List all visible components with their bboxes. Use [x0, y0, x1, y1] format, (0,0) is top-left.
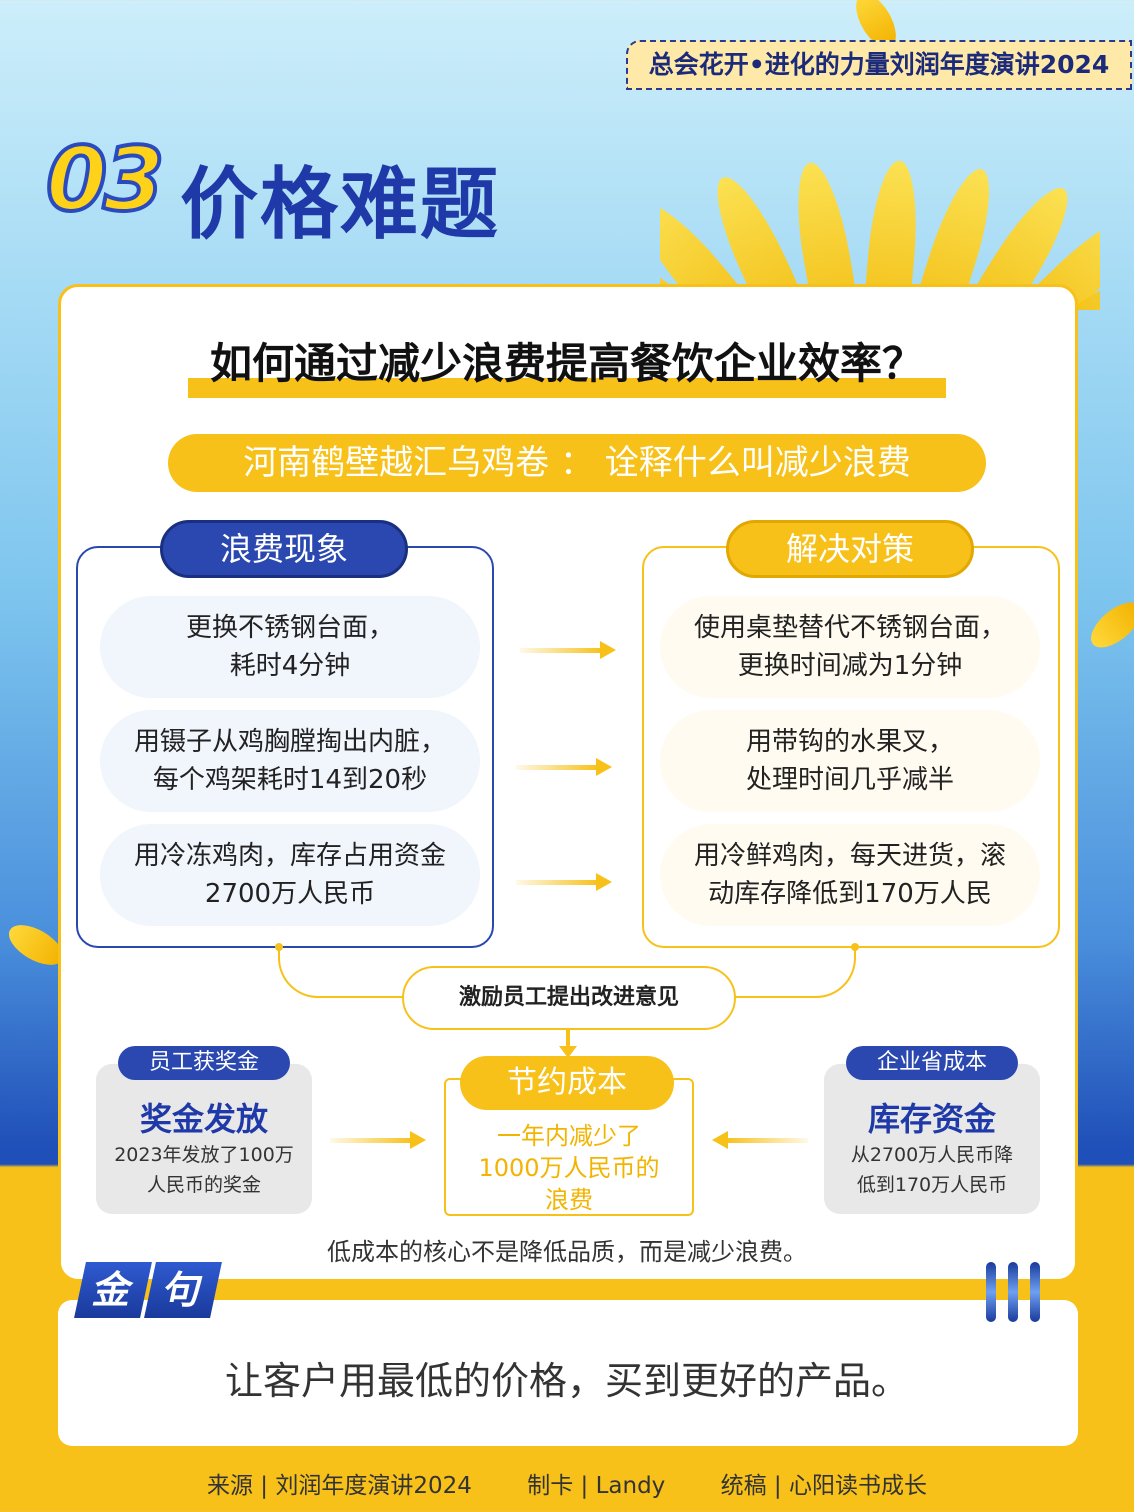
question-title: 如何通过减少浪费提高餐饮企业效率？	[209, 339, 924, 388]
footer-editor: 统稿 | 心阳读书成长	[720, 1473, 927, 1499]
solution-item: 用冷鲜鸡肉，每天进货，滚动库存降低到170万人民	[660, 824, 1040, 926]
waste-panel-title: 浪费现象	[160, 520, 408, 578]
quote-bars-decoration	[986, 1262, 1040, 1322]
bonus-title: 奖金发放	[139, 1100, 268, 1138]
solution-item: 使用桌垫替代不锈钢台面，更换时间减为1分钟	[660, 596, 1040, 698]
footer-maker: 制卡 | Landy	[527, 1473, 666, 1499]
arrow-right-icon	[330, 1130, 426, 1150]
bonus-tag: 员工获奖金	[118, 1046, 290, 1080]
bonus-box: 奖金发放 2023年发放了100万 人民币的奖金	[96, 1064, 312, 1214]
savings-title: 节约成本	[460, 1056, 674, 1110]
core-statement: 低成本的核心不是降低品质，而是减少浪费。	[327, 1238, 807, 1266]
solution-panel-title: 解决对策	[726, 520, 974, 578]
solution-item: 用带钩的水果叉，处理时间几乎减半	[660, 710, 1040, 812]
section-number: 03	[44, 126, 167, 233]
footer-source: 来源 | 刘润年度演讲2024	[207, 1473, 472, 1499]
arrow-down-icon	[566, 1030, 570, 1050]
arrow-right-icon	[520, 640, 616, 660]
inventory-title: 库存资金	[867, 1100, 996, 1138]
header-tag: 总会花开•进化的力量刘润年度演讲2024	[626, 40, 1132, 90]
petal-decoration	[1083, 594, 1134, 656]
waste-item: 用镊子从鸡胸膛掏出内脏，每个鸡架耗时14到20秒	[100, 710, 480, 812]
inventory-box: 库存资金 从2700万人民币降 低到170万人民币	[824, 1064, 1040, 1214]
inventory-tag: 企业省成本	[846, 1046, 1018, 1080]
waste-item: 更换不锈钢台面，耗时4分钟	[100, 596, 480, 698]
arrow-right-icon	[516, 872, 612, 892]
title-underline	[188, 378, 946, 398]
case-title-pill: 河南鹤壁越汇乌鸡卷 ： 诠释什么叫减少浪费	[168, 434, 986, 492]
arrow-down-icon	[559, 1046, 577, 1058]
quote-box	[58, 1300, 1078, 1446]
sunflower-decoration	[660, 110, 1100, 310]
arrow-left-icon	[712, 1130, 808, 1150]
section-title: 价格难题	[180, 160, 501, 250]
arrow-right-icon	[516, 757, 612, 777]
connector-dot	[851, 943, 859, 951]
savings-text: 一年内减少了 1000万人民币的 浪费	[478, 1122, 660, 1214]
quote-tag: 句	[144, 1262, 222, 1318]
incentive-box: 激励员工提出改进意见	[402, 966, 736, 1030]
quote-text: 让客户用最低的价格，买到更好的产品。	[224, 1359, 909, 1403]
connector-dot	[275, 943, 283, 951]
footer: 来源 | 刘润年度演讲2024 制卡 | Landy 统稿 | 心阳读书成长	[0, 1466, 1134, 1500]
quote-tag: 金	[74, 1262, 152, 1318]
